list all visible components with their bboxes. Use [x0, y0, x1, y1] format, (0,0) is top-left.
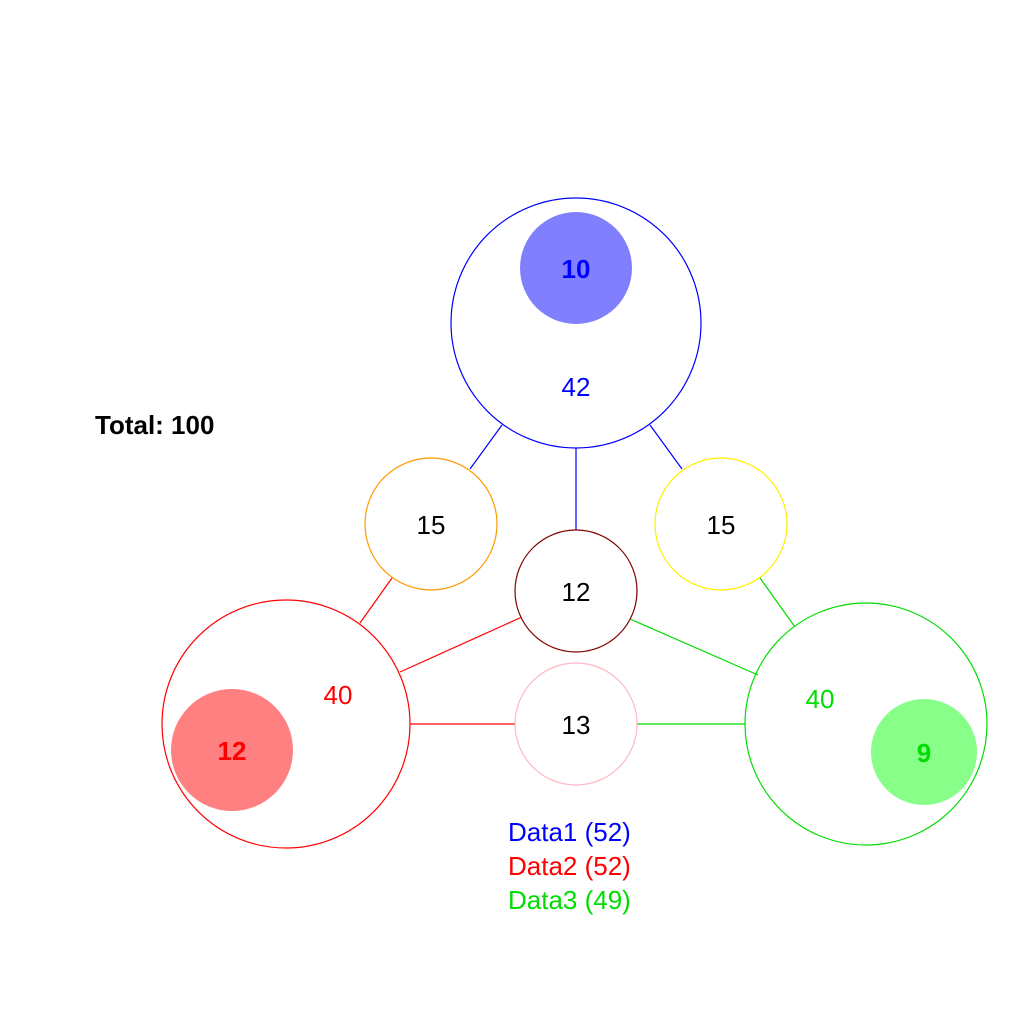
set-data3-count-label: 40: [806, 684, 835, 714]
set-data2-count-label: 40: [324, 680, 353, 710]
connector-data1-to-d1d3: [649, 424, 683, 470]
connector-center-to-data2: [399, 616, 523, 673]
overlap-data2-data3: 13: [514, 662, 638, 786]
overlap-data1-data3-label: 15: [707, 510, 736, 540]
overlap-all-three-circle: [514, 529, 638, 653]
overlap-all-three-label: 12: [562, 577, 591, 607]
set-data2: 12 40: [161, 599, 411, 849]
set-data2-unique-label: 12: [218, 736, 247, 766]
overlap-data1-data3: 15: [654, 457, 788, 591]
set-data3: 9 40: [744, 602, 988, 846]
total-label: Total: 100: [95, 410, 214, 440]
overlap-data1-data2-circle: [364, 457, 498, 591]
set-data1: 10 42: [450, 197, 702, 449]
connector-d1d3-to-data3: [759, 577, 796, 628]
overlap-all-three: 12: [514, 529, 638, 653]
overlap-data1-data2-label: 15: [417, 510, 446, 540]
legend-item-data3: Data3 (49): [508, 885, 631, 915]
set-data3-unique-circle: [871, 699, 977, 805]
overlap-data2-data3-circle: [514, 662, 638, 786]
overlap-data1-data2: 15: [364, 457, 498, 591]
overlap-data1-data3-circle: [654, 457, 788, 591]
set-data1-unique-circle: [520, 212, 632, 324]
set-data1-unique-label: 10: [562, 254, 591, 284]
set-data1-count-label: 42: [562, 372, 591, 402]
connector-data1-to-d1d2: [469, 424, 503, 470]
set-data2-unique-circle: [171, 689, 293, 811]
set-data1-circle: [450, 197, 702, 449]
legend-item-data2: Data2 (52): [508, 851, 631, 881]
overlap-data2-data3-label: 13: [562, 710, 591, 740]
legend: Data1 (52) Data2 (52) Data3 (49): [508, 817, 631, 915]
legend-item-data1: Data1 (52): [508, 817, 631, 847]
set-data3-circle: [744, 602, 988, 846]
set-data2-circle: [161, 599, 411, 849]
connector-lines: [359, 424, 796, 725]
connector-center-to-data3: [629, 618, 759, 676]
connector-d1d2-to-data2: [359, 577, 393, 624]
set-data3-unique-label: 9: [917, 738, 931, 768]
